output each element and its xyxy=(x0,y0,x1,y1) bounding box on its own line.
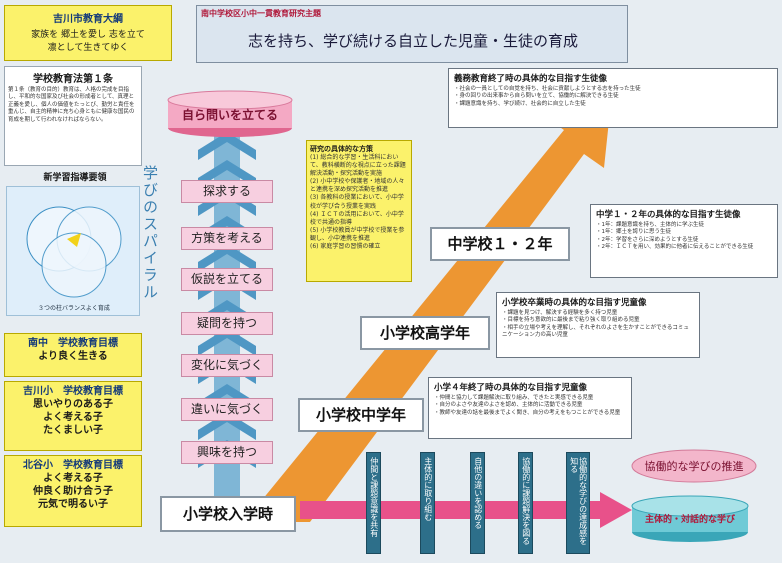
spiral-step: 仮説を立てる xyxy=(181,268,273,291)
final-goal-box: 義務教育終了時の具体的な目指す生徒像 ・社会の一員としての自覚を持ち、社会に貢献… xyxy=(448,68,778,128)
elem4-goal-item: ・自分のよさや友達のよさを認め、主体的に活動できる児童 xyxy=(434,402,583,409)
goal-line: よく考える子 xyxy=(43,473,103,484)
elem-grad-goal-item: ・目標を持ち意欲的に最後まで粘り強く取り組める児童 xyxy=(502,317,640,324)
goal-title: 吉川小 学校教育目標 xyxy=(23,386,123,397)
elem-grad-goal-title: 小学校卒業時の具体的な目指す児童像 xyxy=(502,298,647,308)
law-title: 学校教育法第１条 xyxy=(33,74,113,85)
guideline-caption: ３つの柱バランスよく育成 xyxy=(38,305,110,312)
guideline-diagram: ３つの柱バランスよく育成 xyxy=(6,186,140,316)
policy-item: (6) 家庭学習の習慣の確立 xyxy=(310,243,381,251)
top-cylinder-cap xyxy=(167,90,293,110)
stage-elem-upper: 小学校高学年 xyxy=(360,316,490,350)
goal-line: 思いやりのある子 xyxy=(33,399,113,410)
goal-line: 元気で明るい子 xyxy=(38,499,108,510)
jh-goal-item: ・1年：課題意識を持ち、主体的に学ぶ生徒 xyxy=(596,222,705,228)
research-theme: 志を持ち、学び続ける自立した児童・生徒の育成 xyxy=(247,32,578,50)
elem-grad-goal-box: 小学校卒業時の具体的な目指す児童像 ・課題を見つけ、解決する経験を多く持つ児童 … xyxy=(496,292,700,358)
process-step: 主体的に取り組む xyxy=(420,452,435,554)
outline-line: 家族を 郷土を愛し 志を立て xyxy=(31,30,145,40)
goal-line: 仲良く助け合う子 xyxy=(33,486,113,497)
policy-box: 研究の具体的な方策 (1) 総合的な学習・生活科において、教科横断的な視点に立っ… xyxy=(306,140,412,282)
goal-line: たくましい子 xyxy=(43,425,103,436)
goal-title: 南中 学校教育目標 xyxy=(28,338,118,349)
process-step: 協働的な学びの達成感を知る xyxy=(566,452,590,554)
jh-goal-box: 中学１・２年の具体的な目指す生徒像 ・1年：課題意識を持ち、主体的に学ぶ生徒 ・… xyxy=(590,204,778,278)
spiral-step: 違いに気づく xyxy=(181,398,273,421)
spiral-label: 学びのスパイラル xyxy=(141,165,159,301)
elem-grad-goal-item: ・相手の立場や考えを理解し、それぞれのよさを生かすことができるコミュニケーション… xyxy=(502,324,689,339)
jh-goal-item: ・2年：ＩＣＴを用い、効果的に他者に伝えることができる生徒 xyxy=(596,244,754,251)
outline-title: 吉川市教育大綱 xyxy=(53,14,123,25)
policy-item: (1) 総合的な学習・生活科において、教科横断的な視点に立った課題解決活動・探究… xyxy=(310,154,406,178)
spiral-step: 興味を持つ xyxy=(181,441,273,464)
three-pillars-figure xyxy=(26,206,122,298)
elem4-goal-box: 小学４年終了時の具体的な目指す児童像 ・仲間と協力して課題解決に取り組み、できた… xyxy=(428,377,632,439)
process-arrow-shaft xyxy=(300,501,600,519)
guideline-title: 新学習指導要領 xyxy=(43,173,107,183)
law-body: 第１条（教育の目的）教育は、人格の完成を目指し、平和的な国家及び社会の形成者とし… xyxy=(8,87,135,123)
policy-item: (2) 小中学校や保護者・地域の人々と連携を深め探究活動を推進 xyxy=(310,178,405,194)
process-step: 仲間と課題意識を共有 xyxy=(366,452,381,554)
spiral-step: 方策を考える xyxy=(181,227,273,250)
policy-item: (3) 各教科の授業において、小中学校が学び合う授業を実践 xyxy=(310,194,404,210)
policy-title: 研究の具体的な方策 xyxy=(310,145,373,153)
dialogic-label: 主体的・対話的な学び xyxy=(644,515,735,525)
policy-item: (5) 小学校教員が中学校で授業を参観し、小中連携を推進 xyxy=(310,226,405,242)
research-theme-box: 南中学校区小中一貫教育研究主題 志を持ち、学び続ける自立した児童・生徒の育成 xyxy=(196,5,628,63)
outline-box: 吉川市教育大綱 家族を 郷土を愛し 志を立て 凛として生きてゆく xyxy=(4,5,172,61)
final-goal-item: ・社会の一員としての自覚を持ち、社会に貢献しようとする志を持った生徒 xyxy=(454,86,641,92)
policy-item: (4) ＩＣＴの活用において、小中学校で共通の指導 xyxy=(310,210,404,226)
jh-goal-title: 中学１・２年の具体的な目指す生徒像 xyxy=(596,210,741,220)
process-arrow-head xyxy=(600,492,632,528)
final-goal-title: 義務教育終了時の具体的な目指す生徒像 xyxy=(454,74,608,84)
promotion-label: 協働的な学びの推進 xyxy=(644,460,744,473)
yoshikawa-goal: 吉川小 学校教育目標 思いやりのある子 よく考える子 たくましい子 xyxy=(4,381,142,451)
bottom-cylinder-cap xyxy=(631,495,749,517)
promotion-oval xyxy=(631,449,757,483)
school-law-box: 学校教育法第１条 第１条（教育の目的）教育は、人格の完成を目指し、平和的な国家及… xyxy=(4,66,142,166)
spiral-step: 探求する xyxy=(181,180,273,203)
goal-line: より良く生きる xyxy=(38,351,108,362)
kitaya-goal: 北谷小 学校教育目標 よく考える子 仲良く助け合う子 元気で明るい子 xyxy=(4,455,142,527)
stage-elem-middle: 小学校中学年 xyxy=(298,398,424,432)
spiral-step: 変化に気づく xyxy=(181,354,273,377)
elem-grad-goal-item: ・課題を見つけ、解決する経験を多く持つ児童 xyxy=(502,310,618,316)
final-goal-item: ・課題意識を持ち、学び続け、社会的に自立した生徒 xyxy=(454,100,586,107)
process-step: 自他の違いを認める xyxy=(470,452,485,554)
goal-title: 北谷小 学校教育目標 xyxy=(23,460,123,471)
stage-junior-high: 中学校１・２年 xyxy=(430,227,570,261)
outline-line: 凛として生きてゆく xyxy=(47,43,129,53)
elem4-goal-item: ・仲間と協力して課題解決に取り組み、できたと実感できる児童 xyxy=(434,395,594,401)
goal-line: よく考える子 xyxy=(43,412,103,423)
jh-goal-item: ・1年：郷土を誇りに思う生徒 xyxy=(596,229,672,236)
minami-goal: 南中 学校教育目標 より良く生きる xyxy=(4,333,142,377)
jh-goal-item: ・2年：学習をさらに深めようとする生徒 xyxy=(596,236,699,243)
spiral-step: 疑問を持つ xyxy=(181,312,273,335)
elem4-goal-item: ・教師や友達の話を最後までよく聞き、自分の考えをもつことができる児童 xyxy=(434,409,621,416)
elem4-goal-title: 小学４年終了時の具体的な目指す児童像 xyxy=(434,383,588,393)
research-label: 南中学校区小中一貫教育研究主題 xyxy=(201,9,321,18)
final-goal-item: ・身の回りの出来事から自ら問いを立て、協働的に解決できる生徒 xyxy=(454,93,619,100)
stage-entry: 小学校入学時 xyxy=(160,496,296,532)
spiral-top-label: 自ら問いを立てる xyxy=(181,108,278,122)
process-step: 協働的に課題解決を図る xyxy=(518,452,533,554)
